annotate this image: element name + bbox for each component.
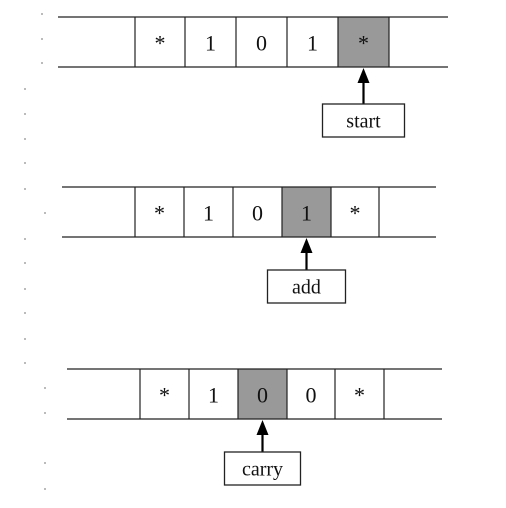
tape-cell-symbol: * xyxy=(155,31,166,56)
head-arrow-icon xyxy=(300,238,313,253)
state-label-box xyxy=(321,103,406,138)
tape-cell-symbol: 1 xyxy=(307,31,318,56)
margin-dots xyxy=(24,13,46,490)
head-cell-highlight xyxy=(282,187,331,237)
tape-cell-symbol: 1 xyxy=(205,31,216,56)
state-label: add xyxy=(292,277,321,299)
tape-2: * 1 0 1 * add xyxy=(62,186,436,304)
state-label: start xyxy=(346,111,381,133)
tapes-layer: * 1 0 1 * start * 1 0 1 * add * 1 0 0 * carry xyxy=(58,16,448,486)
tape-cell-symbol: * xyxy=(154,201,165,226)
state-label: carry xyxy=(242,459,283,481)
tape-cell-symbol: * xyxy=(350,201,361,226)
tape-1: * 1 0 1 * start xyxy=(58,16,448,138)
tape-cell-symbol: * xyxy=(159,383,170,408)
tape-cell-symbol: 1 xyxy=(203,201,214,226)
head-arrow-icon xyxy=(357,68,370,83)
tape-cell-symbol: 1 xyxy=(301,201,312,226)
head-cell-highlight xyxy=(338,17,389,67)
tape-3: * 1 0 0 * carry xyxy=(67,368,442,486)
tape-cell-symbol: * xyxy=(358,31,369,56)
tape-cell-symbol: 0 xyxy=(306,383,317,408)
state-label-box xyxy=(266,269,347,304)
tape-cell-symbol: 0 xyxy=(256,31,267,56)
tape-cell-symbol: 0 xyxy=(257,383,268,408)
tape-cell-symbol: 1 xyxy=(208,383,219,408)
head-cell-highlight xyxy=(238,369,287,419)
head-arrow-icon xyxy=(256,420,269,435)
state-label-box xyxy=(223,451,302,486)
tape-cell-symbol: 0 xyxy=(252,201,263,226)
tape-cell-symbol: * xyxy=(354,383,365,408)
